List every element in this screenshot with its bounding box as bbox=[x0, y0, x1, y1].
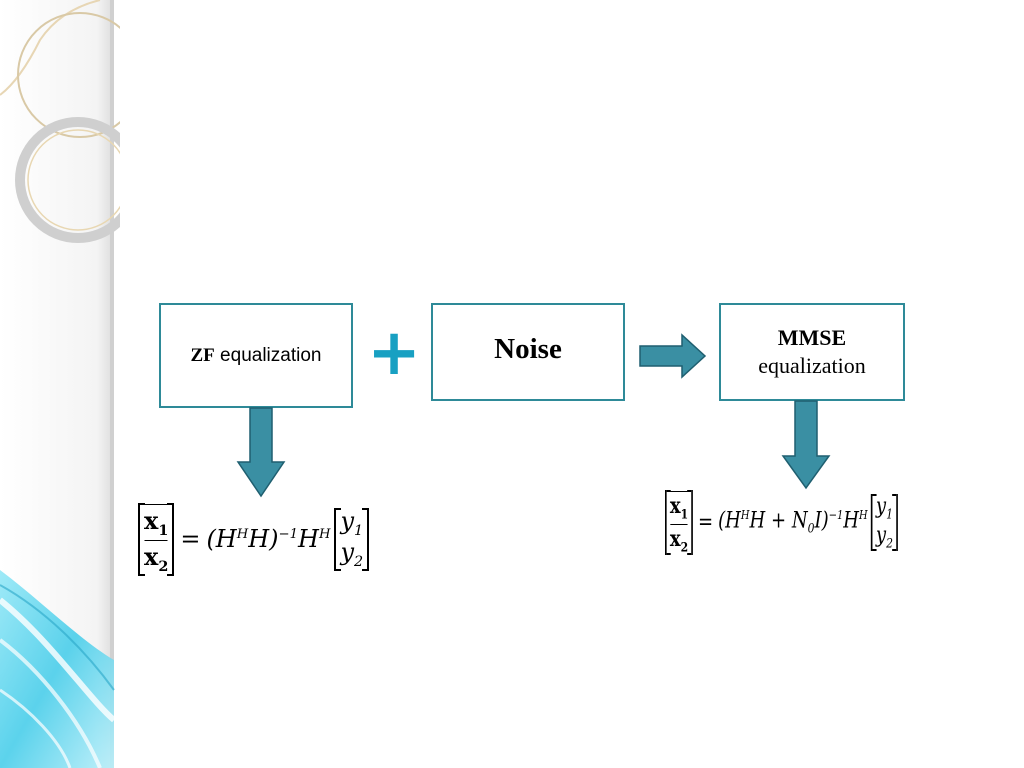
mmse-formula: x1 x2 = (HHH + N0I)−1HH y1 y2 bbox=[665, 490, 898, 556]
decorative-swirl-icon bbox=[0, 0, 120, 768]
mmse-subtitle: equalization bbox=[758, 353, 866, 378]
equals-sign: = bbox=[180, 525, 201, 554]
mmse-title: MMSE bbox=[777, 325, 847, 350]
arrow-right-icon bbox=[639, 333, 707, 379]
y1: y1 bbox=[340, 507, 364, 539]
x2-hat: x2 bbox=[144, 539, 169, 575]
estimate-vector: x1 x2 bbox=[138, 503, 175, 576]
zf-formula: x1 x2 = (HHH)−1HH y1 y2 bbox=[138, 503, 370, 576]
x2-hat: x2 bbox=[669, 523, 689, 556]
noise-box: Noise bbox=[431, 303, 625, 401]
equals-sign: = bbox=[698, 510, 714, 536]
zf-label-rest: equalization bbox=[214, 345, 322, 366]
arrow-down-icon bbox=[236, 407, 286, 498]
plus-icon: + bbox=[367, 316, 421, 390]
zf-equalization-box: ZF equalization bbox=[159, 303, 353, 408]
zf-label: ZF equalization bbox=[191, 346, 322, 365]
x1-hat: x1 bbox=[669, 490, 689, 523]
observation-vector: y1 y2 bbox=[334, 507, 370, 571]
mmse-equalization-box: MMSE equalization bbox=[719, 303, 905, 401]
zf-expression: (HHH)−1HH bbox=[206, 525, 331, 554]
arrow-down-icon bbox=[781, 400, 831, 490]
estimate-vector: x1 x2 bbox=[665, 490, 694, 556]
x1-hat: x1 bbox=[144, 503, 169, 539]
y2: y2 bbox=[340, 538, 364, 571]
y1: y1 bbox=[875, 494, 893, 523]
observation-vector: y1 y2 bbox=[870, 494, 898, 552]
noise-label: Noise bbox=[494, 332, 562, 365]
zf-label-bold: ZF bbox=[190, 345, 215, 366]
mmse-expression: (HHH + N0I)−1HH bbox=[718, 508, 868, 537]
y2: y2 bbox=[875, 522, 893, 551]
